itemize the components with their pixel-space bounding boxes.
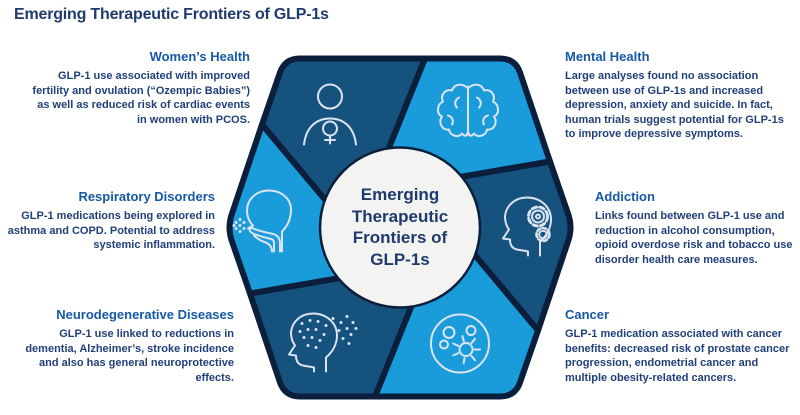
section-neurodegenerative-diseases: Neurodegenerative Diseases GLP-1 use lin…: [10, 307, 234, 385]
center-label-line2: Therapeutic: [351, 206, 449, 226]
brain-icon: [437, 83, 499, 138]
center-circle: [318, 146, 482, 309]
head-dots-icon: [288, 312, 358, 373]
mental-health-heading: Mental Health: [565, 49, 650, 64]
section-cancer: Cancer GLP-1 medication associated with …: [565, 307, 800, 385]
section-addiction: Addiction Links found between GLP-1 use …: [595, 189, 800, 267]
neurodegenerative-body: GLP-1 use linked to reductions in dement…: [25, 328, 234, 384]
cancer-body: GLP-1 medication associated with cancer …: [565, 328, 790, 384]
womens-health-heading: Women’s Health: [149, 49, 250, 64]
page-title: Emerging Therapeutic Frontiers of GLP-1s: [14, 6, 329, 23]
section-respiratory-disorders: Respiratory Disorders GLP-1 medications …: [0, 189, 215, 253]
cough-icon: [232, 189, 292, 253]
neurodegenerative-heading: Neurodegenerative Diseases: [56, 307, 234, 322]
respiratory-disorders-heading: Respiratory Disorders: [78, 189, 215, 204]
center-label-line1: Emerging: [360, 185, 440, 204]
blade-womens-health: [259, 55, 428, 251]
addiction-body: Links found between GLP-1 use and reduct…: [595, 210, 793, 266]
center-label-line4: GLP-1s: [370, 249, 430, 269]
head-gears-icon: [502, 196, 552, 257]
womens-health-body: GLP-1 use associated with improved ferti…: [32, 70, 250, 126]
mental-health-body: Large analyses found no association betw…: [565, 70, 784, 140]
addiction-heading: Addiction: [595, 189, 655, 204]
cancer-heading: Cancer: [565, 307, 610, 322]
cancer-cell-icon: [430, 313, 490, 374]
center-label: Emerging Therapeutic Frontiers of GLP-1s: [328, 184, 472, 270]
center-label-line3: Frontiers of: [352, 228, 448, 247]
respiratory-disorders-body: GLP-1 medications being explored in asth…: [7, 210, 215, 251]
section-womens-health: Women’s Health GLP-1 use associated with…: [28, 49, 250, 127]
blade-cancer: [372, 204, 541, 400]
section-mental-health: Mental Health Large analyses found no as…: [565, 49, 797, 142]
female-icon: [303, 83, 357, 146]
aperture-hexagon-graphic: [226, 55, 574, 400]
